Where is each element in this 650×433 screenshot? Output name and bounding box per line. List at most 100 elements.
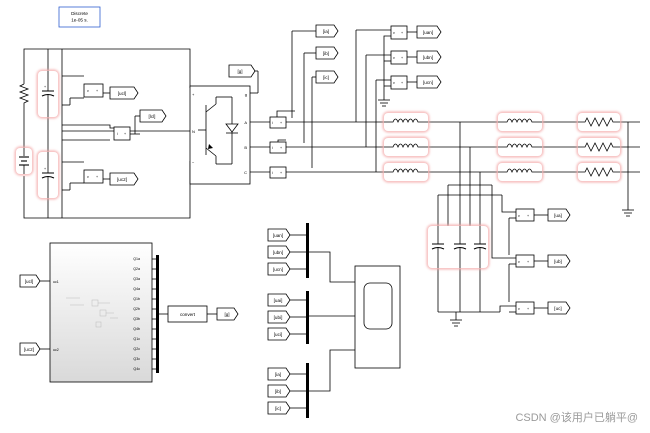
filter-capacitor-bank[interactable] xyxy=(426,224,490,270)
svg-text:[ubn]: [ubn] xyxy=(273,250,283,255)
svg-text:+: + xyxy=(401,31,403,35)
modulator-output-wires xyxy=(40,258,217,370)
mux-scope-2[interactable] xyxy=(306,291,309,344)
goto-ubn[interactable]: [ubn] xyxy=(416,50,442,64)
goto-ib[interactable]: [ib] xyxy=(315,46,339,60)
goto-uc2[interactable]: [uc2] xyxy=(109,172,139,186)
svg-text:+: + xyxy=(280,171,282,175)
goto-uan[interactable]: [uan] xyxy=(416,25,442,39)
svg-text:[ucl]: [ucl] xyxy=(118,91,126,96)
goto-ucl[interactable]: [ucl] xyxy=(109,86,139,100)
svg-text:i: i xyxy=(272,121,273,125)
svg-text:+: + xyxy=(192,92,195,97)
svg-text:+: + xyxy=(280,121,282,125)
mux-scope-1[interactable] xyxy=(306,223,309,278)
svg-text:[uai]: [uai] xyxy=(274,298,283,303)
svg-text:+: + xyxy=(401,56,403,60)
current-meas-b[interactable]: i+ xyxy=(269,141,287,154)
svg-text:Q3c: Q3c xyxy=(133,357,140,361)
voltage-sensor-2[interactable]: v+ xyxy=(83,169,104,184)
svg-text:[g]: [g] xyxy=(237,69,242,74)
current-meas-a[interactable]: i+ xyxy=(269,116,287,129)
svg-text:i: i xyxy=(272,146,273,150)
cap1-plus: + xyxy=(44,85,46,89)
svg-text:Q3b: Q3b xyxy=(133,317,140,321)
svg-text:[uc2]: [uc2] xyxy=(117,177,127,182)
solver-line1: Discrete xyxy=(71,11,88,16)
dc-voltage-source[interactable] xyxy=(14,146,34,176)
convert-block[interactable]: convert xyxy=(167,305,208,323)
voltage-meas-ua[interactable]: v+ xyxy=(515,208,535,222)
from-ucl-mod[interactable]: [ucl] xyxy=(19,274,41,288)
inductor-2b[interactable] xyxy=(496,136,544,158)
inductor-1b[interactable] xyxy=(382,136,430,158)
powergui-solver-block[interactable]: Discrete 1e-05 s. xyxy=(58,6,101,28)
goto-g[interactable]: [g] xyxy=(216,307,239,321)
svg-text:B: B xyxy=(244,145,247,150)
load-resistor-a[interactable] xyxy=(576,111,622,133)
svg-text:C: C xyxy=(244,170,247,175)
load-resistor-b[interactable] xyxy=(576,136,622,158)
svg-text:[ucl]: [ucl] xyxy=(25,279,33,284)
voltage-sensor-1[interactable]: v+ xyxy=(83,83,104,98)
dc-capacitor-1[interactable]: + xyxy=(36,69,60,119)
voltage-meas-ub[interactable]: v+ xyxy=(515,254,535,268)
svg-text:+: + xyxy=(96,89,98,93)
svg-text:[uan]: [uan] xyxy=(423,30,433,35)
svg-text:N: N xyxy=(192,129,195,134)
from-uc2-mod[interactable]: [uc2] xyxy=(19,342,41,356)
voltage-meas-an[interactable]: v+ xyxy=(390,25,408,40)
svg-text:i: i xyxy=(272,171,273,175)
svg-text:+: + xyxy=(96,175,98,179)
dc-source-resistor xyxy=(18,72,30,110)
svg-text:[ic]: [ic] xyxy=(323,75,329,80)
svg-text:uc1: uc1 xyxy=(53,280,59,284)
svg-text:i: i xyxy=(117,132,118,136)
goto-ic[interactable]: [ic] xyxy=(315,70,339,84)
svg-text:[ubi]: [ubi] xyxy=(274,315,283,320)
goto-ua[interactable]: [ua] xyxy=(547,208,571,222)
svg-text:[lcl]: [lcl] xyxy=(149,114,156,119)
inductor-2c[interactable] xyxy=(496,161,544,183)
inductor-1c[interactable] xyxy=(382,161,430,183)
mux-scope-3[interactable] xyxy=(306,363,309,418)
svg-text:A: A xyxy=(244,120,247,125)
svg-text:[ic]: [ic] xyxy=(275,406,281,411)
voltage-meas-bn[interactable]: v+ xyxy=(390,50,408,65)
svg-text:[ib]: [ib] xyxy=(323,51,329,56)
goto-ia[interactable]: [ia] xyxy=(315,24,339,38)
current-meas-c[interactable]: i+ xyxy=(269,166,287,179)
mux-q-bus[interactable] xyxy=(156,255,159,373)
from-g-bridge[interactable]: [g] xyxy=(228,64,256,78)
watermark: CSDN @该用户已躺平@ xyxy=(515,412,638,424)
voltage-meas-cn[interactable]: v+ xyxy=(390,75,408,90)
three-level-bridge[interactable]: g + N − A B C xyxy=(189,85,251,185)
svg-text:g: g xyxy=(245,92,247,97)
goto-ucn[interactable]: [ucn] xyxy=(416,75,442,89)
svg-text:v: v xyxy=(518,214,520,218)
goto-lcl[interactable]: [lcl] xyxy=(139,109,167,123)
svg-text:v: v xyxy=(87,175,89,179)
svg-text:[uc]: [uc] xyxy=(554,306,561,311)
svg-text:+: + xyxy=(527,260,529,264)
svg-text:v: v xyxy=(518,307,520,311)
svg-text:Q4c: Q4c xyxy=(133,367,140,371)
svg-text:+: + xyxy=(527,214,529,218)
load-resistor-c[interactable] xyxy=(576,161,622,183)
svg-text:[ucn]: [ucn] xyxy=(273,267,283,272)
dc-capacitor-2[interactable]: + xyxy=(36,150,60,200)
current-sensor-dc[interactable]: i+ xyxy=(113,126,131,141)
svg-text:+: + xyxy=(124,132,126,136)
voltage-meas-uc[interactable]: v+ xyxy=(515,301,535,315)
scope-from-tags: [uan] [ubn] [ucn] [uai] [ubi] [uci] [ia]… xyxy=(267,228,291,415)
inductor-2a[interactable] xyxy=(496,111,544,133)
svg-text:v: v xyxy=(518,260,520,264)
svg-text:Q4b: Q4b xyxy=(133,327,140,331)
modulator-subsystem[interactable]: uc1 uc2 Q1a Q2a Q3a Q4a Q1b Q2b Q3b Q4b … xyxy=(49,242,153,383)
svg-text:[ua]: [ua] xyxy=(554,213,562,218)
inductor-1a[interactable] xyxy=(382,111,430,133)
goto-ub[interactable]: [ub] xyxy=(547,254,571,268)
svg-text:+: + xyxy=(280,146,282,150)
scope-block[interactable] xyxy=(354,265,401,369)
goto-uc[interactable]: [uc] xyxy=(547,301,571,315)
